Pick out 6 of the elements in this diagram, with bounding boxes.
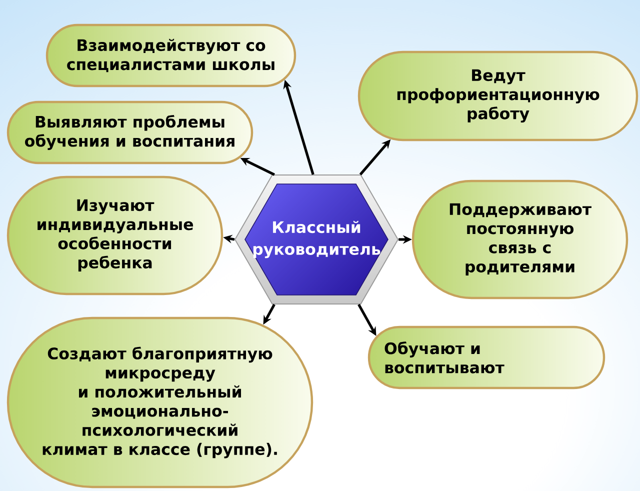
rounded-box: Обучают и воспитывают bbox=[368, 326, 606, 390]
rounded-box: Изучают индивидуальные особенности ребенка bbox=[6, 176, 224, 296]
rounded-box: Взаимодействуют со специалистами школы bbox=[46, 24, 296, 88]
rounded-box: Поддерживают постоянную связь с родителями bbox=[412, 180, 628, 300]
rounded-box: Выявляют проблемы обучения и воспитания bbox=[6, 100, 254, 164]
rounded-box: Ведут профориентационную работу bbox=[358, 50, 638, 142]
